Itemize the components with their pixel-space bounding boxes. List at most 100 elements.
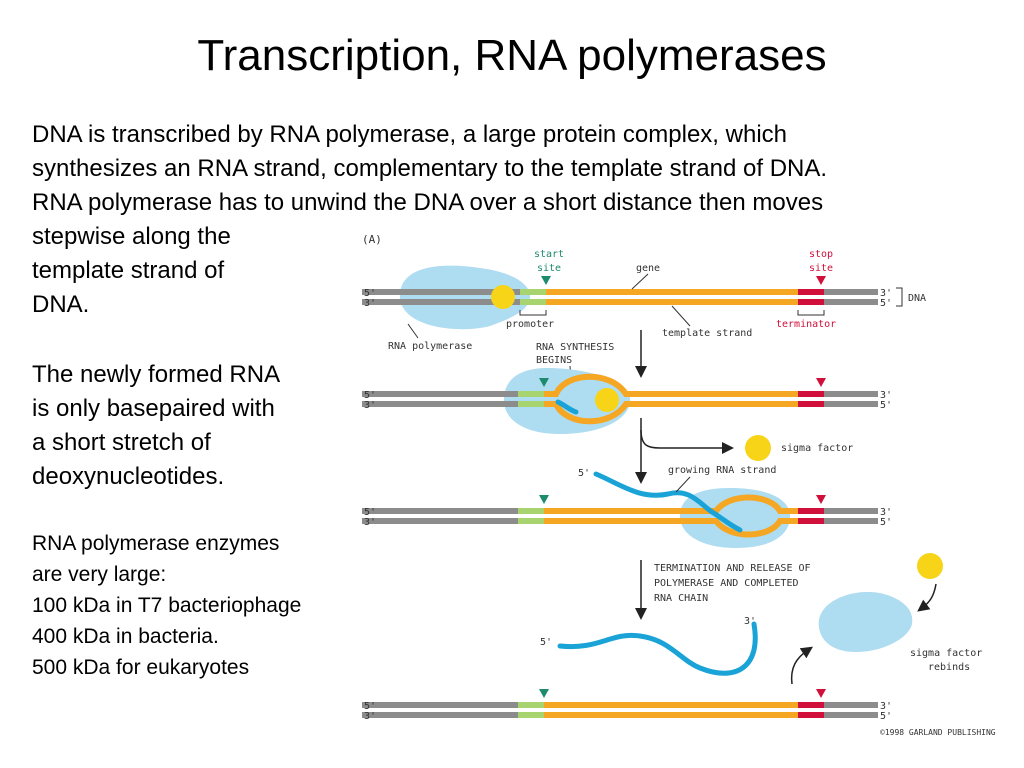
five-prime-label: 5' — [880, 400, 892, 411]
three-prime-label: 3' — [880, 507, 892, 518]
promoter-bottom — [518, 401, 544, 407]
stop-site-label: stop — [809, 249, 833, 260]
five-prime-label: 5' — [364, 288, 376, 299]
promoter-top — [518, 391, 544, 397]
left-line-2: template strand of — [32, 257, 225, 284]
para2-line-2: is only basepaired with — [32, 395, 275, 422]
sigma-factor — [491, 285, 515, 309]
dna-flank-right-top — [824, 289, 878, 295]
growing-rna-strand — [593, 471, 743, 533]
gene-bottom — [544, 712, 798, 718]
five-prime-label: 5' — [880, 517, 892, 528]
rna-polymerase-label: RNA polymerase — [388, 341, 472, 352]
five-prime-label: 5' — [364, 701, 376, 712]
rna-five-prime-label: 5' — [578, 468, 590, 479]
dna-flank-bottom — [362, 712, 518, 718]
completed-rna-chain — [557, 621, 758, 676]
gene-bottom-unwound — [544, 401, 798, 425]
para2-line-4: deoxynucleotides. — [32, 463, 225, 490]
growing-rna-label: growing RNA strand — [668, 465, 776, 476]
synthesis-begins-label: RNA SYNTHESIS — [536, 342, 614, 353]
nascent-rna — [555, 399, 579, 415]
start-site-label-2: site — [537, 263, 561, 274]
terminator-bottom — [798, 712, 824, 718]
para3-line-4: 400 kDa in bacteria. — [32, 625, 219, 648]
terminator-bottom — [798, 401, 824, 407]
promoter-bottom — [518, 712, 544, 718]
dna-flank-top — [362, 702, 518, 708]
promoter-top — [520, 289, 546, 295]
stage-2-synthesis-begins: 5' 3' 3' 5' sigma factor — [362, 368, 892, 484]
terminator-top — [798, 508, 824, 514]
gene-top — [544, 702, 798, 708]
five-prime-label: 5' — [364, 390, 376, 401]
left-line-3: DNA. — [32, 291, 90, 318]
dna-flank-right-bottom — [824, 518, 878, 524]
five-prime-label: 5' — [880, 298, 892, 309]
terminator-top — [798, 702, 824, 708]
dna-flank-right-bottom — [824, 712, 878, 718]
released-sigma-factor — [745, 435, 771, 461]
start-site-marker — [539, 689, 549, 698]
para3-line-5: 500 kDa for eukaryotes — [32, 656, 250, 679]
stage-4-termination: sigma factor rebinds 5' 3' 5' 3' 3' 5' ©… — [362, 553, 996, 737]
stop-site-marker — [816, 495, 826, 504]
dna-flank-right-top — [824, 391, 878, 397]
intro-line-2: synthesizes an RNA strand, complementary… — [32, 155, 828, 182]
gene-top-unwound — [544, 373, 798, 397]
stage-3-elongation: 5' growing RNA strand 5' 3' 3' 5' TERMIN… — [362, 465, 892, 620]
stop-site-label-2: site — [809, 263, 833, 274]
dna-flank-right-top — [824, 508, 878, 514]
stage-1-initiation: (A) start site gene stop site 5' 3' 3' 5… — [362, 233, 926, 409]
start-site-marker — [541, 276, 551, 285]
template-strand-label: template strand — [662, 328, 752, 339]
three-prime-label: 3' — [364, 517, 376, 528]
sigma-rebind-arrow — [917, 583, 937, 612]
intro-continuation: stepwise along the template strand of DN… — [32, 220, 362, 322]
gene-top-unwound — [544, 494, 798, 514]
enzyme-size-paragraph: RNA polymerase enzymes are very large: 1… — [32, 528, 372, 683]
start-site-marker — [539, 495, 549, 504]
terminator-top — [798, 391, 824, 397]
dna-flank-top — [362, 508, 518, 514]
released-polymerase-shape — [818, 592, 913, 652]
gene-label: gene — [636, 263, 660, 274]
stop-site-marker — [816, 378, 826, 387]
terminator-bracket — [797, 310, 825, 316]
intro-line-3: RNA polymerase has to unwind the DNA ove… — [32, 189, 824, 216]
para3-line-2: are very large: — [32, 563, 167, 586]
panel-label: (A) — [362, 233, 382, 246]
termination-label: TERMINATION AND RELEASE OF — [654, 563, 811, 574]
transcription-diagram: (A) start site gene stop site 5' 3' 3' 5… — [362, 233, 996, 737]
terminator-bottom — [798, 299, 824, 305]
termination-label-3: RNA CHAIN — [654, 593, 708, 604]
rna-five-prime-label: 5' — [540, 637, 552, 648]
copyright-label: ©1998 GARLAND PUBLISHING — [880, 728, 996, 737]
start-site-marker — [539, 378, 549, 387]
sigma-release-arrow — [640, 429, 734, 454]
sigma-factor — [595, 388, 619, 412]
sigma-rebinds-label-2: rebinds — [928, 662, 970, 673]
dna-flank-bottom — [362, 518, 518, 524]
promoter-bottom — [518, 518, 544, 524]
sigma-rebinds-label: sigma factor — [910, 648, 982, 659]
three-prime-label: 3' — [364, 711, 376, 722]
rna-polymerase-shape — [400, 265, 530, 330]
three-prime-label: 3' — [880, 390, 892, 401]
dna-flank-right-top — [824, 702, 878, 708]
terminator-top — [798, 289, 824, 295]
polymerase-pointer — [407, 323, 419, 339]
terminator-label: terminator — [776, 319, 836, 330]
sigma-factor-label: sigma factor — [781, 443, 853, 454]
promoter-label: promoter — [506, 319, 554, 330]
gene-bottom-unwound — [544, 518, 798, 538]
termination-label-2: POLYMERASE AND COMPLETED — [654, 578, 799, 589]
dna-flank-top — [362, 289, 520, 295]
stop-site-marker — [816, 276, 826, 285]
dna-bracket — [896, 287, 903, 307]
promoter-top — [518, 508, 544, 514]
synthesis-begins-label-2: BEGINS — [536, 355, 572, 366]
five-prime-label: 5' — [364, 507, 376, 518]
para3-line-3: 100 kDa in T7 bacteriophage — [32, 594, 302, 617]
intro-paragraph: DNA is transcribed by RNA polymerase, a … — [32, 118, 992, 220]
